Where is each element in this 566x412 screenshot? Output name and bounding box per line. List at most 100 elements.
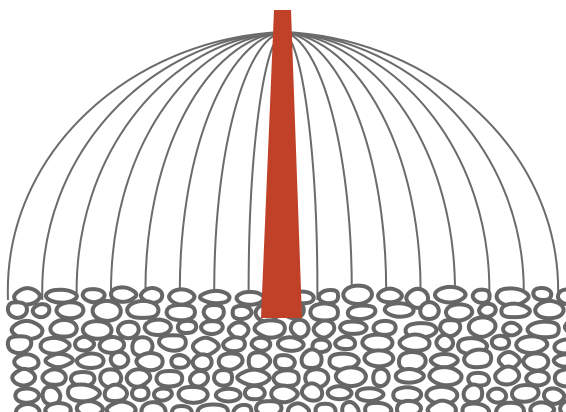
cobblestone <box>288 403 309 412</box>
cobblestone <box>435 287 466 303</box>
cobblestone <box>216 389 241 402</box>
cobblestone <box>397 401 421 412</box>
cobblestone <box>464 384 483 402</box>
cobblestone <box>348 305 376 319</box>
cobblestone <box>357 388 384 401</box>
cobblestone <box>214 370 232 386</box>
cobblestone <box>156 371 182 387</box>
cobblestone <box>378 289 402 303</box>
cobblestone <box>463 404 489 412</box>
cobblestone <box>245 386 265 399</box>
cobblestone <box>501 304 530 317</box>
cobblestone <box>171 355 189 368</box>
cobblestone <box>256 401 282 412</box>
cobblestone <box>8 336 31 353</box>
cobblestone <box>93 301 121 321</box>
cobblestone <box>111 352 129 368</box>
cobblestone <box>16 404 39 412</box>
cobblestone <box>204 305 224 321</box>
cobblestone <box>319 290 338 303</box>
cobblestone <box>8 302 27 318</box>
cobblestone <box>479 304 496 317</box>
cobblestone <box>473 290 490 303</box>
cobblestone <box>314 321 335 338</box>
cobblestone <box>111 287 136 302</box>
cobblestone <box>533 288 551 300</box>
cobblestone <box>302 383 322 400</box>
cobblestone <box>252 338 271 351</box>
cobblestone <box>315 404 335 412</box>
cobblestone <box>198 404 228 412</box>
cobblestone <box>45 403 71 412</box>
cobblestone <box>385 303 414 316</box>
cobblestone <box>255 320 285 337</box>
cobblestone <box>132 387 149 401</box>
cobblestone <box>488 389 506 403</box>
cobblestone <box>167 305 195 320</box>
cobblestone <box>15 389 39 403</box>
cobblestone <box>373 369 389 386</box>
cobblestone <box>154 389 172 401</box>
cobblestone <box>429 367 461 385</box>
cobblestone <box>291 320 309 338</box>
cobblestone <box>223 337 245 351</box>
cobblestone <box>12 369 35 386</box>
cobblestone <box>554 354 566 366</box>
cobblestone <box>496 403 524 412</box>
cobblestone <box>172 406 192 412</box>
cobblestone <box>179 387 208 403</box>
cobblestone <box>400 335 430 351</box>
cobblestone <box>237 370 269 386</box>
cobblestone <box>340 322 366 334</box>
cobblestone <box>535 301 563 318</box>
cobblestone <box>237 292 264 305</box>
cobblestone <box>469 317 496 337</box>
cobblestone <box>523 353 548 370</box>
cobblestone <box>77 354 104 369</box>
cobblestone <box>302 349 322 368</box>
cobblestone <box>45 354 72 367</box>
cobblestone <box>169 289 194 304</box>
cobblestone <box>127 369 151 387</box>
cobblestone <box>249 352 271 370</box>
cobblestone <box>105 385 127 401</box>
cobblestone <box>193 354 212 370</box>
cobblestone <box>200 291 230 303</box>
cobblestone <box>342 402 358 412</box>
cobblestone <box>495 366 519 384</box>
cobblestone <box>127 301 158 318</box>
cobblestone <box>364 350 393 366</box>
cobblestone <box>278 337 304 351</box>
cobblestone <box>190 371 208 386</box>
cobblestone <box>530 402 554 412</box>
cobblestone <box>159 335 186 351</box>
cobblestone <box>201 321 223 334</box>
cobblestone <box>145 320 171 335</box>
cobblestone <box>335 337 355 349</box>
cobblestone <box>219 353 243 369</box>
cobblestone <box>396 369 424 383</box>
cobblestone <box>77 401 103 412</box>
cobblestone <box>512 385 539 402</box>
cobblestone <box>446 304 472 320</box>
cobblestone <box>492 336 509 349</box>
cobblestone <box>33 304 50 317</box>
cobblestone <box>233 306 252 319</box>
cobblestone <box>50 320 76 337</box>
cobblestone <box>516 336 547 353</box>
cobblestone <box>75 337 94 351</box>
cobblestone <box>310 304 338 321</box>
cobblestone <box>336 367 366 386</box>
cobblestone <box>464 350 491 368</box>
cobblestone <box>554 339 566 353</box>
cobblestone <box>141 402 165 412</box>
cobblestone <box>273 370 298 386</box>
cobblestone <box>107 402 136 412</box>
cobblestone <box>275 355 295 369</box>
cobblestone <box>420 302 439 319</box>
cobblestone <box>503 323 520 336</box>
cobblestone <box>555 370 566 387</box>
cobblestone <box>118 322 139 339</box>
